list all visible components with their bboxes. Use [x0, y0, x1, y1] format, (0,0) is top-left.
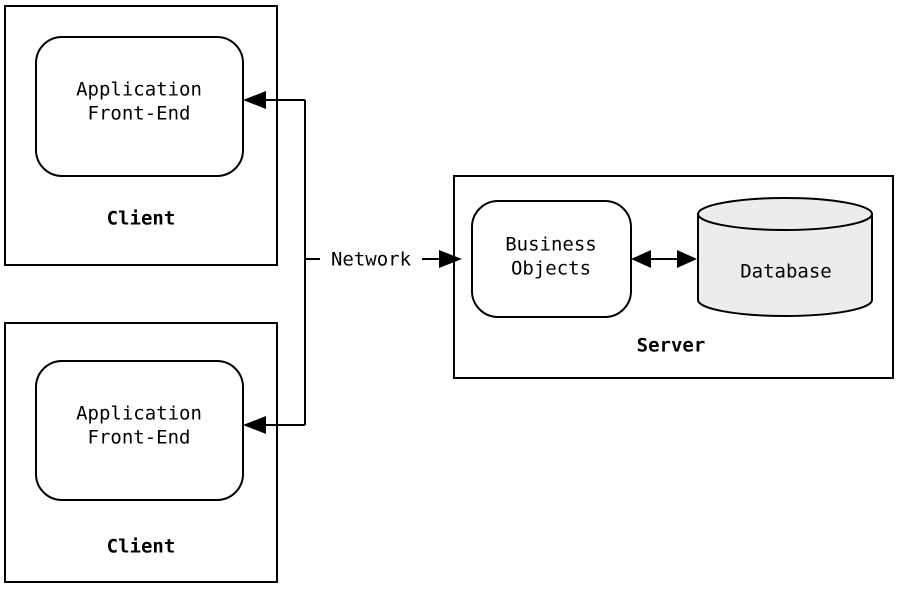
database-label: Database — [740, 261, 832, 283]
business-objects-database-link — [631, 250, 697, 268]
network-label: Network — [331, 249, 412, 271]
database-cylinder: Database — [697, 197, 873, 317]
database-cylinder-top — [697, 197, 873, 231]
business-objects-label-line1: Business — [505, 234, 597, 256]
app-front-end-label-line2-client2: Front-End — [88, 427, 191, 449]
application-front-end-node-2 — [35, 360, 244, 501]
client-label-2: Client — [107, 536, 176, 558]
server-box: Business Objects Database Server — [453, 175, 894, 379]
app-front-end-label-line1-client1: Application — [76, 79, 202, 101]
business-objects-label-line2: Objects — [511, 258, 591, 280]
app-front-end-label-line1-client2: Application — [76, 403, 202, 425]
network-arrowhead-client2 — [243, 416, 266, 434]
client-box-1: Application Front-End Client — [4, 5, 278, 266]
db-link-arrowhead-left — [631, 250, 651, 268]
client-label-1: Client — [107, 208, 176, 230]
application-front-end-node-1 — [35, 36, 244, 177]
database-cylinder-body — [697, 213, 873, 317]
db-link-arrowhead-right — [677, 250, 697, 268]
network-arrowhead-server — [439, 250, 462, 268]
server-label: Server — [637, 335, 706, 357]
network-connector: Network — [243, 91, 462, 434]
network-arrowhead-client1 — [243, 91, 266, 109]
client-box-2: Application Front-End Client — [4, 322, 278, 583]
app-front-end-label-line2-client1: Front-End — [88, 103, 191, 125]
